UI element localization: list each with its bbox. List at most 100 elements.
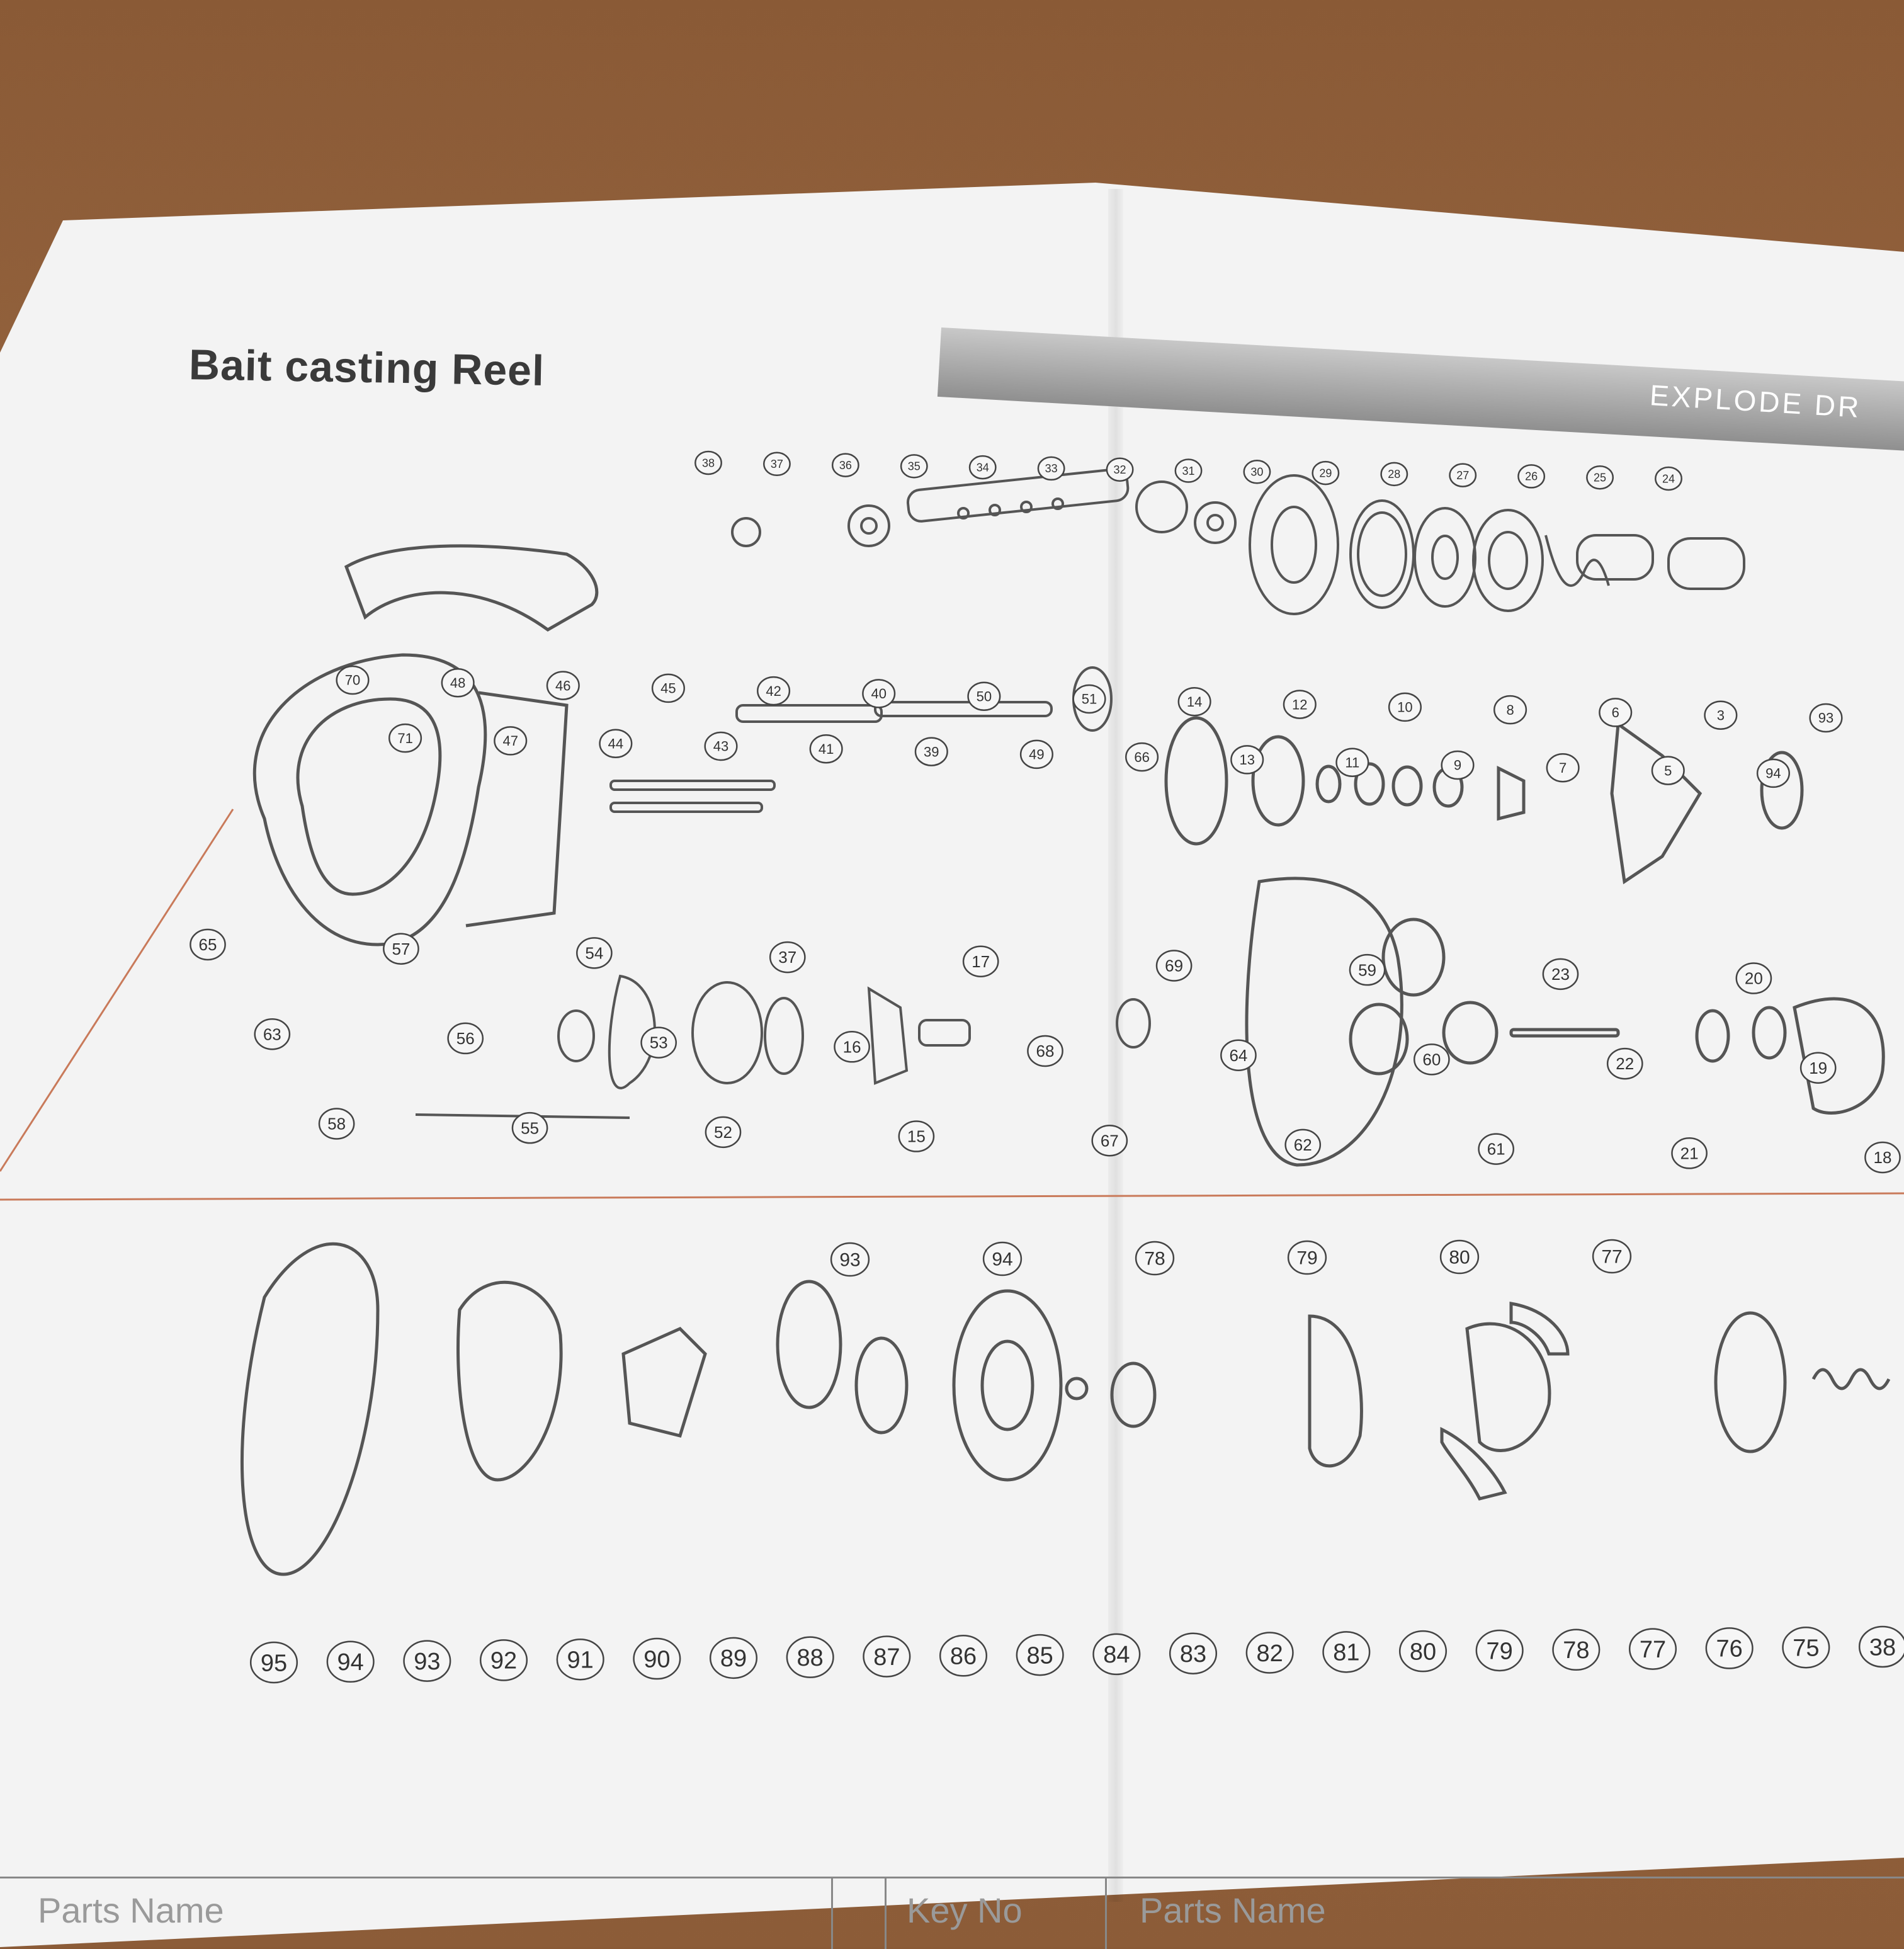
callout-label: 80 <box>1449 1247 1470 1268</box>
callout-37: 37 <box>762 452 791 477</box>
callout-label: 21 <box>1680 1144 1699 1162</box>
callout-label: 56 <box>456 1029 475 1048</box>
callout-label: 57 <box>392 940 410 958</box>
callout-label: 36 <box>839 459 852 472</box>
callout-76: 76 <box>1705 1627 1754 1669</box>
callout-label: 66 <box>1134 749 1149 765</box>
callout-78: 78 <box>1135 1241 1175 1276</box>
callout-5: 5 <box>1651 756 1685 785</box>
callout-57: 57 <box>383 933 419 965</box>
callout-label: 51 <box>1082 691 1097 707</box>
callout-77: 77 <box>1628 1628 1677 1670</box>
callout-label: 39 <box>924 744 939 759</box>
callout-39: 39 <box>914 737 948 766</box>
callout-label: 87 <box>873 1644 900 1671</box>
callout-33: 33 <box>1037 456 1065 481</box>
callout-label: 50 <box>977 688 992 704</box>
callout-6: 6 <box>1599 698 1633 727</box>
callout-label: 59 <box>1358 960 1376 979</box>
callout-24: 24 <box>1655 466 1682 491</box>
callout-label: 95 <box>261 1650 287 1676</box>
callout-13: 13 <box>1230 745 1264 775</box>
callout-label: 35 <box>908 460 921 473</box>
callout-81: 81 <box>1322 1631 1371 1673</box>
callout-label: 63 <box>263 1025 281 1043</box>
callout-83: 83 <box>1169 1632 1218 1674</box>
callout-label: 53 <box>650 1033 668 1052</box>
callout-77: 77 <box>1592 1239 1632 1274</box>
callout-88: 88 <box>786 1636 834 1678</box>
callout-16: 16 <box>834 1031 870 1063</box>
section-divider <box>0 1192 1904 1201</box>
callout-89: 89 <box>709 1637 758 1679</box>
callout-label: 3 <box>1717 707 1725 723</box>
callout-label: 5 <box>1664 763 1672 778</box>
callout-label: 20 <box>1745 969 1763 988</box>
callout-label: 79 <box>1487 1638 1513 1664</box>
callout-label: 58 <box>327 1115 346 1134</box>
callout-label: 31 <box>1182 465 1194 477</box>
table-separator <box>831 1878 833 1949</box>
callout-label: 14 <box>1187 694 1202 710</box>
top-gear-train <box>731 474 1745 615</box>
callout-label: 76 <box>1716 1636 1743 1662</box>
callout-59: 59 <box>1349 953 1386 986</box>
callout-label: 12 <box>1292 696 1307 712</box>
callout-label: 90 <box>643 1646 670 1673</box>
callout-42: 42 <box>757 676 791 706</box>
callout-61: 61 <box>1478 1133 1515 1165</box>
callout-67: 67 <box>1091 1124 1128 1157</box>
parts-table-header: Parts Name Key No Parts Name <box>0 1877 1904 1949</box>
callout-25: 25 <box>1586 465 1614 490</box>
callout-75: 75 <box>1782 1626 1830 1669</box>
callout-label: 46 <box>555 678 570 693</box>
callout-label: 93 <box>1818 710 1833 726</box>
callout-80: 80 <box>1439 1239 1480 1275</box>
callout-86: 86 <box>939 1635 988 1677</box>
main-shaft <box>906 468 1130 523</box>
callout-30: 30 <box>1243 460 1271 484</box>
callout-label: 94 <box>992 1249 1012 1270</box>
callout-label: 37 <box>778 948 796 967</box>
callout-20: 20 <box>1735 962 1772 994</box>
callout-label: 85 <box>1027 1642 1053 1669</box>
callout-52: 52 <box>705 1116 742 1149</box>
callout-label: 83 <box>1180 1641 1206 1668</box>
callout-label: 68 <box>1036 1042 1055 1060</box>
callout-3: 3 <box>1704 700 1738 730</box>
callout-label: 10 <box>1397 700 1412 715</box>
callout-69: 69 <box>1155 950 1193 982</box>
callout-45: 45 <box>651 673 685 703</box>
table-separator <box>885 1878 887 1949</box>
callout-7: 7 <box>1546 753 1580 783</box>
callout-label: 94 <box>1765 766 1781 781</box>
callout-label: 26 <box>1525 470 1538 483</box>
callout-label: 77 <box>1601 1247 1622 1268</box>
callout-label: 44 <box>608 736 623 751</box>
callout-label: 23 <box>1551 965 1570 984</box>
callout-94: 94 <box>982 1241 1023 1276</box>
callout-46: 46 <box>546 671 580 700</box>
callout-91: 91 <box>556 1638 604 1681</box>
callout-label: 70 <box>345 673 360 688</box>
callout-44: 44 <box>599 729 633 758</box>
callout-label: 43 <box>713 739 728 754</box>
callout-label: 89 <box>720 1645 747 1672</box>
callout-label: 16 <box>843 1037 861 1056</box>
callout-label: 52 <box>714 1123 732 1142</box>
callout-label: 94 <box>337 1649 364 1676</box>
callout-70: 70 <box>336 665 370 695</box>
callout-78: 78 <box>1552 1628 1601 1671</box>
callout-label: 67 <box>1101 1131 1119 1150</box>
callout-label: 54 <box>585 943 603 962</box>
callout-34: 34 <box>968 455 997 480</box>
callout-label: 30 <box>1250 466 1263 479</box>
callout-22: 22 <box>1606 1047 1643 1080</box>
callout-27: 27 <box>1449 463 1477 487</box>
callout-label: 62 <box>1294 1135 1312 1154</box>
callout-21: 21 <box>1671 1137 1708 1169</box>
callout-37: 37 <box>769 941 806 974</box>
callout-label: 18 <box>1874 1148 1892 1167</box>
callout-66: 66 <box>1125 742 1159 772</box>
